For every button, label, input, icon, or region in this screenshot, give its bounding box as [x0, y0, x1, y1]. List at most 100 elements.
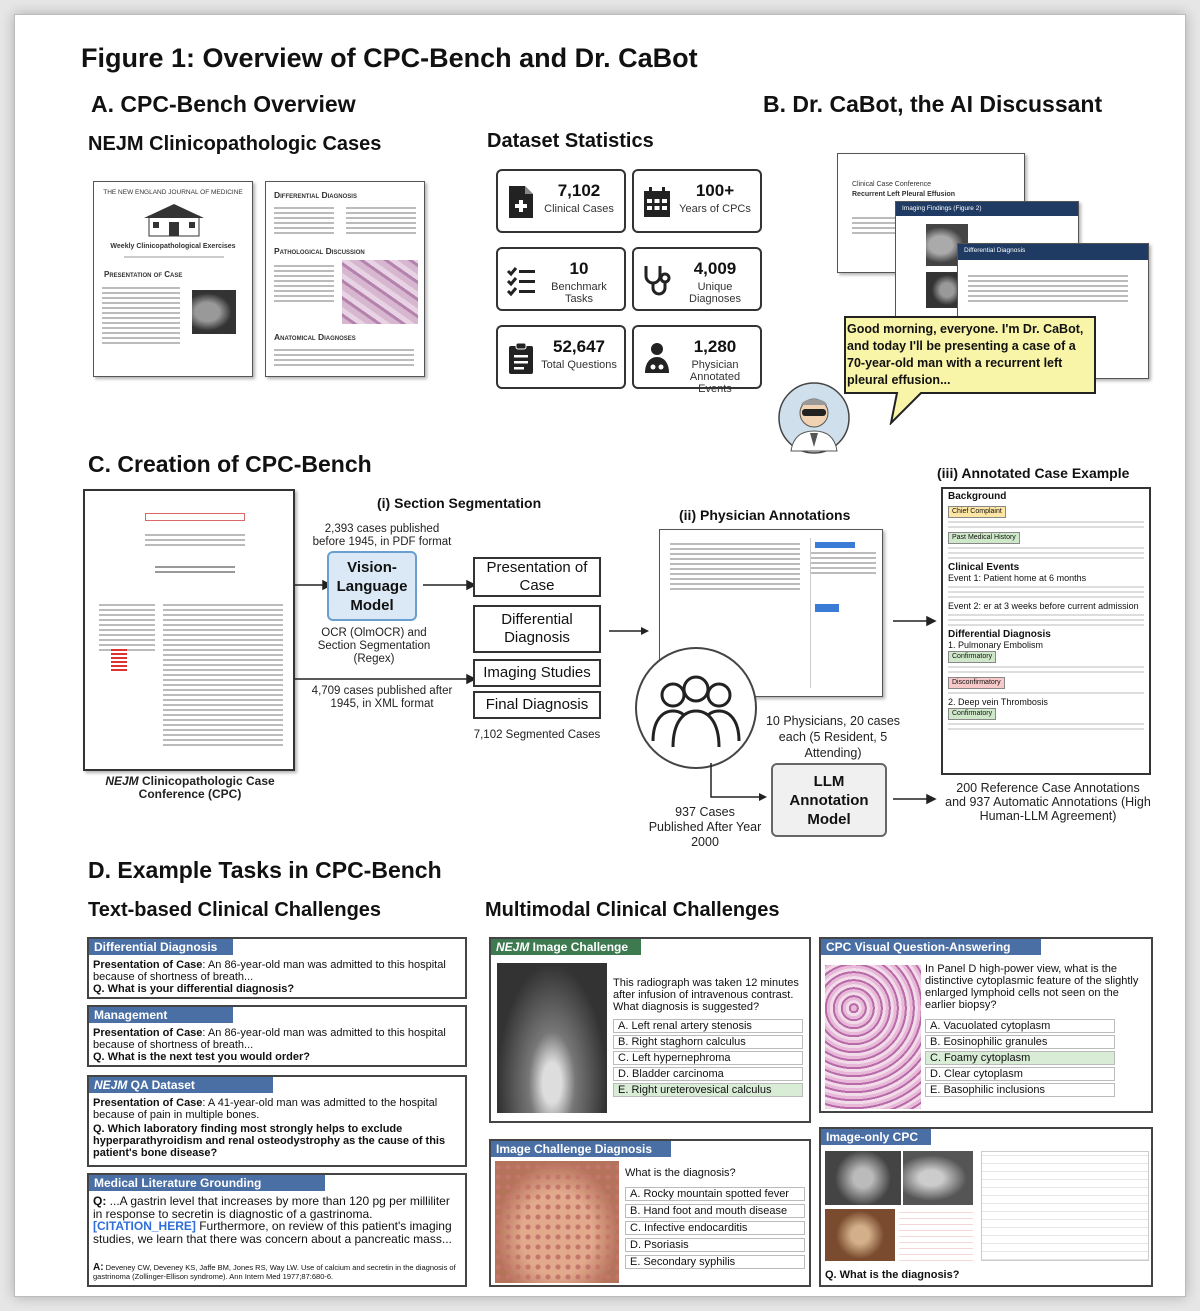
- a-text: Deveney CW, Deveney KS, Jaffe BM, Jones …: [93, 1263, 456, 1281]
- ann-confirmatory-tag: Confirmatory: [948, 651, 997, 663]
- prompt-text: : An 86-year-old man was admitted to thi…: [93, 1027, 446, 1051]
- stat-number: 7,102: [557, 181, 601, 200]
- task-tag: Management Reasoning: [89, 1007, 233, 1036]
- physicians-icon: [635, 647, 757, 769]
- ecg-strip-image: [899, 1209, 973, 1261]
- histology-panel-image: [825, 965, 921, 1109]
- prompt-text: : A 41-year-old man was admitted to the …: [93, 1097, 438, 1121]
- ann-pmh-tag: Past Medical History: [948, 532, 1020, 544]
- slide-title-text: Clinical Case Conference: [852, 181, 931, 188]
- stat-card-annotated-events: 1,280 Physician Annotated Events: [632, 325, 762, 395]
- option-b: B. Eosinophilic granules: [925, 1035, 1115, 1049]
- nejm-document-page-1: THE NEW ENGLAND JOURNAL OF MEDICINE Week…: [93, 181, 253, 377]
- q-prefix: Q:: [93, 1194, 107, 1208]
- red-banner: [145, 513, 245, 521]
- slide-imaging-title: Imaging Findings (Figure 2): [896, 202, 1078, 216]
- option-d: D. Bladder carcinoma: [613, 1067, 803, 1081]
- qr-code-icon: [111, 647, 127, 671]
- pdf-cases-note: 2,393 cases published before 1945, in PD…: [312, 523, 452, 548]
- task-question: Q. Which laboratory finding most strongl…: [93, 1123, 446, 1159]
- task-question: Q: ...A gastrin level that increases by …: [93, 1195, 461, 1245]
- cpc-document: [83, 489, 295, 771]
- tag-italic: NEJM: [496, 940, 530, 954]
- task-question: This radiograph was taken 12 minutes aft…: [613, 977, 799, 1013]
- option-c-correct: C. Foamy cytoplasm: [925, 1051, 1115, 1065]
- task-image-challenge-diagnosis: Image Challenge Diagnosis What is the di…: [489, 1139, 811, 1287]
- stat-number: 10: [569, 259, 589, 278]
- option-a: A. Rocky mountain spotted fever: [625, 1187, 805, 1201]
- stethoscope-icon: [644, 266, 671, 296]
- stat-number: 52,647: [553, 337, 605, 356]
- stat-number: 4,009: [693, 259, 737, 278]
- section-segmentation-title: (i) Section Segmentation: [377, 495, 542, 511]
- task-tag: Image-only CPC: [821, 1129, 931, 1145]
- document-plus-icon: [509, 186, 533, 218]
- pathological-heading: Pathological Discussion: [274, 246, 365, 256]
- task-nejm-image-challenge: NEJM Image Challenge This radiograph was…: [489, 937, 811, 1123]
- cpc-document-caption: NEJM Clinicopathologic Case Conference (…: [85, 775, 295, 801]
- section-differential-diagnosis: Differential Diagnosis: [473, 605, 601, 653]
- stat-number: 100+: [695, 181, 735, 200]
- tag-rest: QA Dataset: [127, 1078, 195, 1092]
- task-literature-grounding: Medical Literature Grounding Q: ...A gas…: [87, 1173, 467, 1287]
- option-c: C. Infective endocarditis: [625, 1221, 805, 1235]
- stat-card-clinical-cases: 7,102 Clinical Cases: [496, 169, 626, 233]
- ann-differential-label: Differential Diagnosis: [948, 629, 1051, 640]
- ann-disconfirmatory-tag: Disconfirmatory: [948, 677, 1005, 689]
- ann-dx-2: 2. Deep vein Thrombosis: [948, 697, 1048, 707]
- task-prompt: Presentation of Case: An 86-year-old man…: [93, 959, 461, 983]
- segmented-cases-note: 7,102 Segmented Cases: [473, 729, 601, 741]
- prompt-label: Presentation of Case: [93, 959, 203, 971]
- annotated-case-example: Background Chief Complaint Past Medical …: [941, 487, 1151, 775]
- text-lines: [346, 204, 416, 237]
- option-b: B. Right staghorn calculus: [613, 1035, 803, 1049]
- text-lines: [670, 540, 800, 593]
- task-tag: NEJM QA Dataset: [89, 1077, 273, 1093]
- differential-heading: Differential Diagnosis: [274, 190, 357, 200]
- text-lines: [274, 204, 334, 237]
- task-tag: NEJM Image Challenge: [491, 939, 641, 955]
- dr-cabot-avatar: [778, 382, 850, 454]
- stat-card-years: 100+ Years of CPCs: [632, 169, 762, 233]
- prompt-label: Presentation of Case: [93, 1097, 203, 1109]
- task-answer: A: Deveney CW, Deveney KS, Jaffe BM, Jon…: [93, 1262, 461, 1282]
- task-tag: Medical Literature Grounding: [89, 1175, 325, 1191]
- section-d-heading: D. Example Tasks in CPC-Bench: [88, 857, 442, 883]
- chest-xray-image: [192, 290, 236, 334]
- clipboard-icon: [509, 342, 533, 374]
- option-e: E. Basophilic inclusions: [925, 1083, 1115, 1097]
- physician-icon: [645, 343, 669, 373]
- tag-rest: Image Challenge: [529, 940, 629, 954]
- dataset-stats-heading: Dataset Statistics: [487, 130, 654, 152]
- mri-image: [903, 1151, 973, 1205]
- option-c: C. Left hypernephroma: [613, 1051, 803, 1065]
- nejm-document-page-2: Differential Diagnosis Pathological Disc…: [265, 181, 425, 377]
- text-lines: [274, 346, 414, 369]
- task-question: In Panel D high-power view, what is the …: [925, 963, 1139, 1011]
- task-nejm-qa-dataset: NEJM QA Dataset Presentation of Case: A …: [87, 1075, 467, 1167]
- stat-label: Benchmark Tasks: [551, 281, 607, 305]
- task-question: Q. What is the diagnosis?: [825, 1269, 960, 1281]
- ann-events-label: Clinical Events: [948, 562, 1020, 573]
- slide-differential-title: Differential Diagnosis: [958, 244, 1148, 260]
- task-tag: Differential Diagnosis: [89, 939, 233, 955]
- checklist-icon: [506, 267, 535, 297]
- annotation-panel: [810, 538, 876, 688]
- stat-card-total-questions: 52,647 Total Questions: [496, 325, 626, 389]
- q-text: ...A gastrin level that increases by mor…: [93, 1194, 450, 1221]
- option-e: E. Secondary syphilis: [625, 1255, 805, 1269]
- stat-label: Physician Annotated Events: [689, 359, 741, 395]
- text-lines: [852, 214, 912, 237]
- stat-label: Years of CPCs: [679, 203, 751, 215]
- stat-card-benchmark-tasks: 10 Benchmark Tasks: [496, 247, 626, 311]
- stat-number: 1,280: [693, 337, 737, 356]
- ann-dx-1: 1. Pulmonary Embolism: [948, 640, 1044, 650]
- prompt-label: Presentation of Case: [93, 1027, 203, 1039]
- text-lines: [968, 272, 1128, 305]
- caption-italic: NEJM: [105, 774, 139, 788]
- ann-confirmatory-tag: Confirmatory: [948, 708, 997, 720]
- a-prefix: A:: [93, 1262, 104, 1273]
- physicians-note: 10 Physicians, 20 cases each (5 Resident…: [765, 714, 901, 760]
- task-tag: Image Challenge Diagnosis: [491, 1141, 671, 1157]
- option-a: A. Left renal artery stenosis: [613, 1019, 803, 1033]
